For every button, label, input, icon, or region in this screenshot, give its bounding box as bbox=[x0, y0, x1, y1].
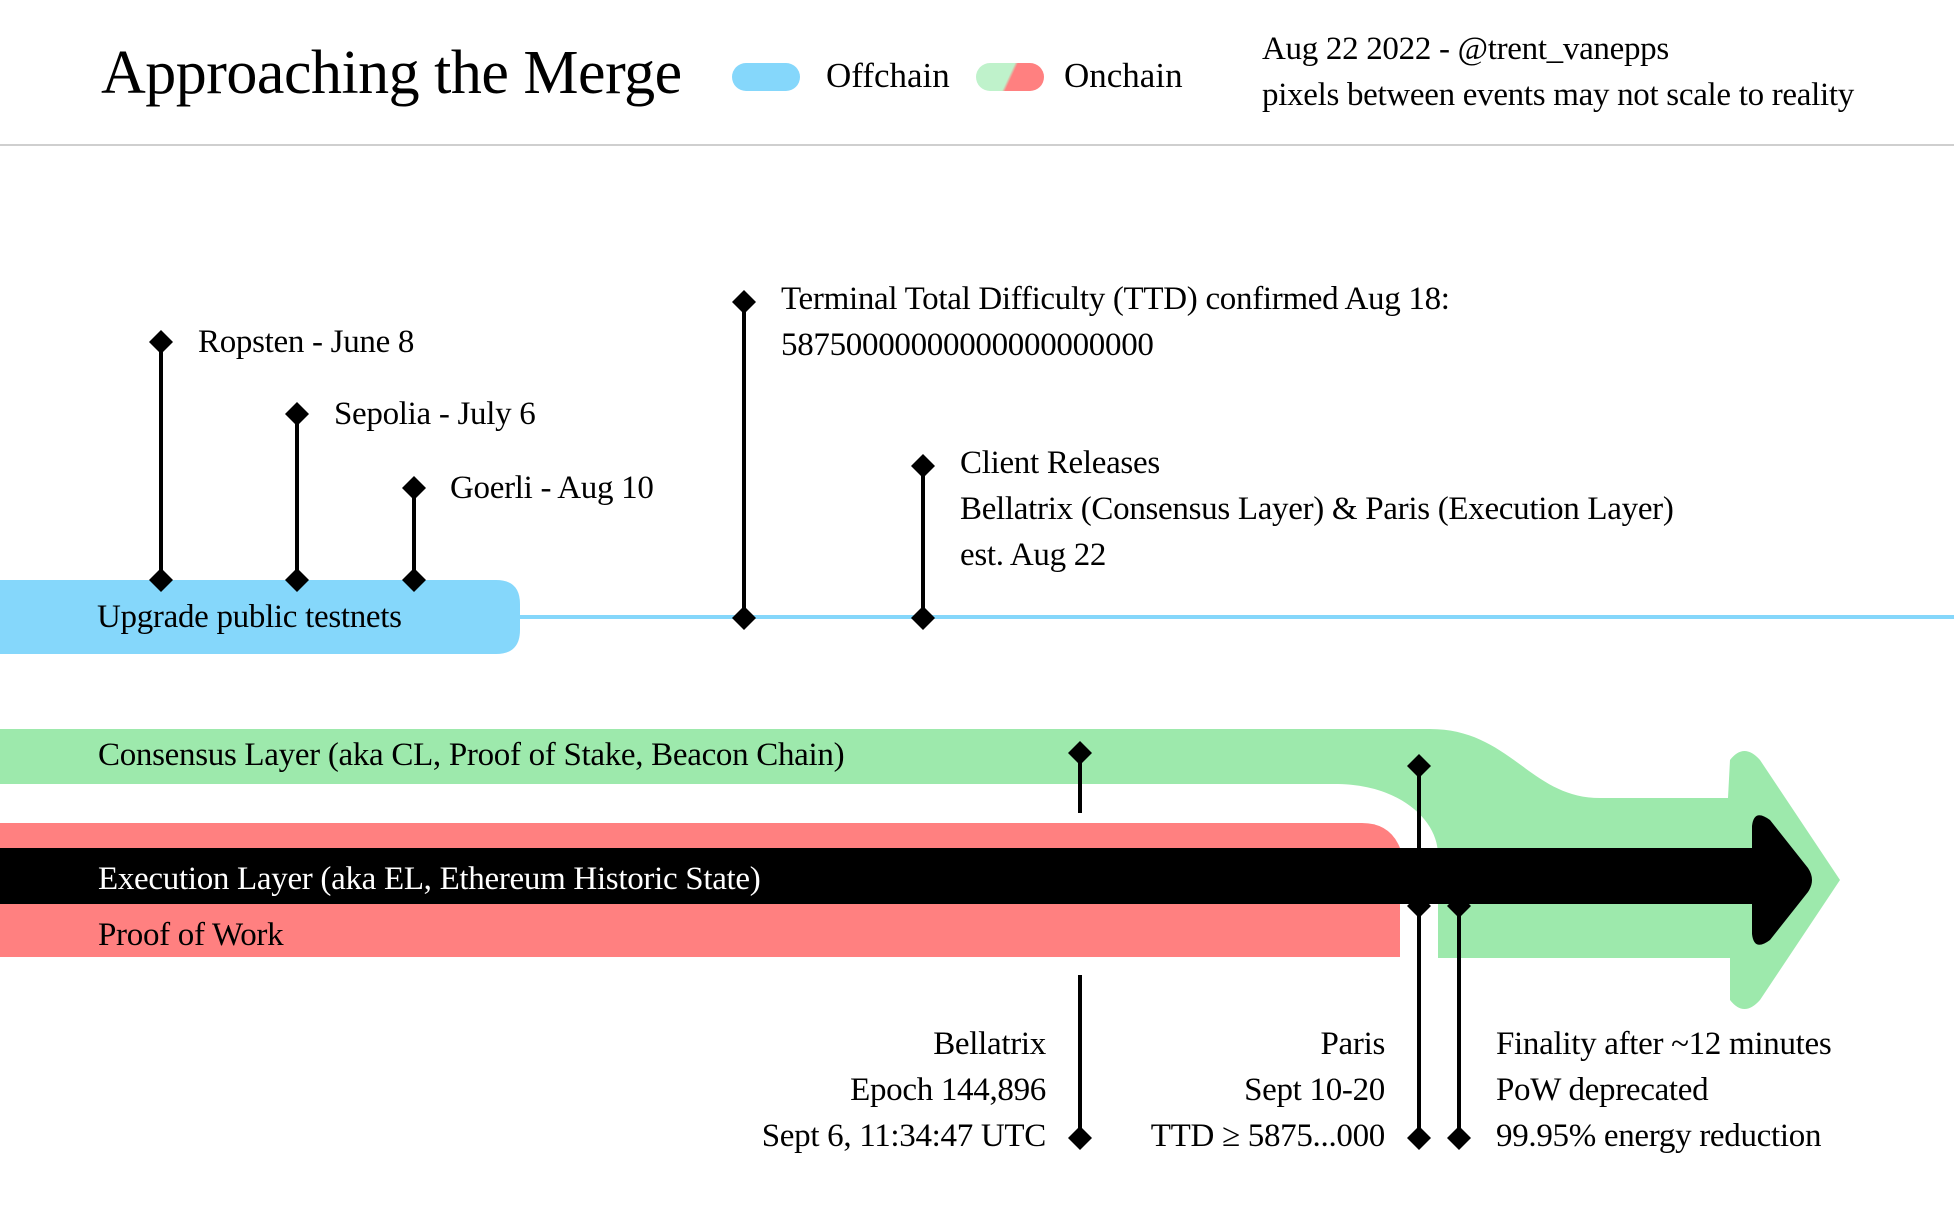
paris-line1: Paris bbox=[1320, 1026, 1385, 1062]
paris-mid-marker bbox=[1407, 894, 1431, 918]
client-releases-line1: Client Releases bbox=[960, 445, 1160, 481]
sepolia-bottom-marker bbox=[285, 568, 309, 592]
paris-top-marker bbox=[1407, 754, 1431, 778]
ttd-bottom-marker bbox=[732, 606, 756, 630]
ttd-value: 58750000000000000000000 bbox=[781, 327, 1154, 363]
ttd-top-marker bbox=[732, 290, 756, 314]
ropsten-bottom-marker bbox=[149, 568, 173, 592]
goerli-top-marker bbox=[402, 476, 426, 500]
testnet-stems bbox=[159, 302, 1461, 1138]
proof-of-work-label: Proof of Work bbox=[98, 917, 284, 953]
upgrade-testnets-label: Upgrade public testnets bbox=[97, 599, 402, 635]
client-releases-line2: Bellatrix (Consensus Layer) & Paris (Exe… bbox=[960, 491, 1674, 527]
upgrade-testnets-bar bbox=[0, 580, 520, 654]
testnet-sepolia-label: Sepolia - July 6 bbox=[334, 396, 536, 432]
bellatrix-line1: Bellatrix bbox=[933, 1026, 1046, 1062]
paris-bottom-marker bbox=[1407, 1126, 1431, 1150]
offchain-legend-label: Offchain bbox=[826, 56, 950, 95]
finality-mid-marker bbox=[1447, 894, 1471, 918]
goerli-bottom-marker bbox=[402, 568, 426, 592]
client-release-top-marker bbox=[911, 454, 935, 478]
bellatrix-line3: Sept 6, 11:34:47 UTC bbox=[761, 1118, 1047, 1154]
page-title: Approaching the Merge bbox=[101, 39, 682, 107]
execution-layer-band bbox=[0, 815, 1812, 945]
bellatrix-line2: Epoch 144,896 bbox=[850, 1072, 1046, 1108]
date-author: Aug 22 2022 - @trent_vanepps bbox=[1262, 31, 1669, 67]
testnet-ropsten-label: Ropsten - June 8 bbox=[198, 324, 415, 360]
finality-bottom-marker bbox=[1447, 1126, 1471, 1150]
bellatrix-bottom-marker bbox=[1068, 1126, 1092, 1150]
ttd-line1: Terminal Total Difficulty (TTD) confirme… bbox=[781, 281, 1450, 317]
onchain-legend-label: Onchain bbox=[1064, 56, 1183, 95]
bellatrix-top-marker bbox=[1068, 741, 1092, 765]
finality-line1: Finality after ~12 minutes bbox=[1496, 1026, 1832, 1062]
client-releases-line3: est. Aug 22 bbox=[960, 537, 1107, 573]
header-divider bbox=[0, 144, 1954, 146]
finality-line2: PoW deprecated bbox=[1496, 1072, 1709, 1108]
ropsten-top-marker bbox=[149, 330, 173, 354]
execution-layer-label: Execution Layer (aka EL, Ethereum Histor… bbox=[98, 861, 761, 897]
finality-line3: 99.95% energy reduction bbox=[1496, 1118, 1822, 1154]
paris-line2: Sept 10-20 bbox=[1244, 1072, 1385, 1108]
scale-note: pixels between events may not scale to r… bbox=[1262, 77, 1854, 113]
paris-line3: TTD ≥ 5875...000 bbox=[1150, 1118, 1386, 1154]
consensus-layer-label: Consensus Layer (aka CL, Proof of Stake,… bbox=[98, 737, 845, 773]
sepolia-top-marker bbox=[285, 402, 309, 426]
testnet-goerli-label: Goerli - Aug 10 bbox=[450, 470, 654, 506]
offchain-legend-swatch bbox=[732, 63, 800, 91]
onchain-legend-swatch bbox=[976, 63, 1044, 91]
client-release-bottom-marker bbox=[911, 606, 935, 630]
